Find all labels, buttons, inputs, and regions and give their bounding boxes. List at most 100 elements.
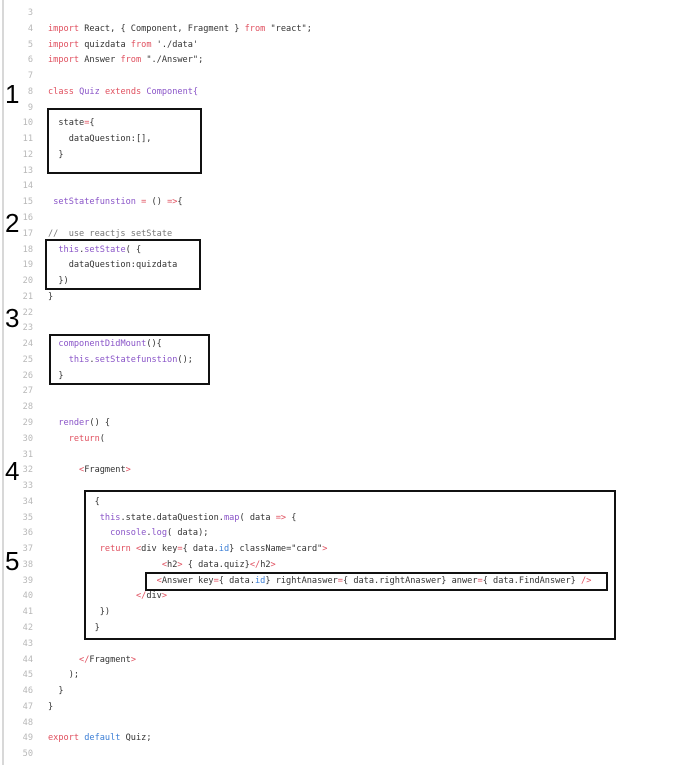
code-text: this.setStatefunstion(); bbox=[48, 352, 193, 368]
code-token: } bbox=[48, 370, 64, 381]
line-number: 40 bbox=[22, 591, 33, 602]
code-token: ( { bbox=[125, 244, 142, 255]
highlight-box-componentdidmount bbox=[49, 334, 210, 385]
line-number: 48 bbox=[22, 717, 33, 728]
code-text: }) bbox=[48, 604, 110, 620]
code-token: log bbox=[151, 528, 168, 539]
code-text: return( bbox=[48, 431, 105, 447]
code-token: setStatefunstion bbox=[53, 197, 136, 208]
code-token: Quiz; bbox=[120, 733, 152, 744]
code-token: < bbox=[161, 559, 168, 570]
code-text: dataQuestion:quizdata bbox=[48, 257, 178, 273]
code-text: } bbox=[48, 147, 64, 163]
code-token: } bbox=[48, 686, 64, 697]
code-token: . bbox=[79, 244, 85, 255]
line-number: 35 bbox=[22, 512, 33, 523]
code-text: dataQuestion:[], bbox=[48, 131, 152, 147]
code-token bbox=[48, 465, 79, 475]
code-token: = bbox=[337, 575, 343, 586]
code-text: } bbox=[48, 620, 100, 636]
code-token: }) bbox=[48, 607, 111, 618]
code-token: map bbox=[223, 512, 240, 523]
code-token: . bbox=[146, 528, 152, 539]
line-number: 47 bbox=[22, 701, 33, 712]
editor-gutter-border bbox=[2, 0, 4, 765]
code-text: } bbox=[48, 289, 53, 305]
code-text: export default Quiz; bbox=[48, 730, 152, 746]
code-text: <Answer key={ data.id} rightAnaswer={ da… bbox=[48, 573, 592, 589]
code-token: </ bbox=[79, 654, 90, 665]
code-text: state={ bbox=[48, 115, 94, 131]
code-token: { data. bbox=[182, 544, 219, 555]
line-number: 17 bbox=[22, 228, 33, 239]
line-number: 22 bbox=[22, 307, 33, 318]
annotation-label-3: 3 bbox=[5, 303, 20, 333]
code-text: console.log( data); bbox=[48, 525, 208, 541]
code-token: from bbox=[244, 23, 266, 34]
highlight-box-map bbox=[84, 490, 616, 640]
code-token: setStatefunstion bbox=[94, 354, 178, 365]
code-token: } bbox=[48, 149, 64, 160]
line-number: 32 bbox=[22, 465, 33, 476]
code-token: { bbox=[48, 496, 100, 507]
line-number: 44 bbox=[22, 654, 33, 665]
code-token: export bbox=[48, 733, 80, 744]
code-token: }) bbox=[48, 276, 69, 287]
code-token: import bbox=[48, 39, 80, 50]
code-token: = bbox=[477, 575, 483, 586]
code-token: /> bbox=[581, 575, 592, 586]
line-number: 10 bbox=[22, 118, 33, 129]
code-token: default bbox=[84, 733, 121, 744]
line-number: 23 bbox=[22, 323, 33, 334]
line-number: 16 bbox=[22, 213, 33, 223]
code-token: "./Answer"; bbox=[141, 55, 204, 66]
code-token: class bbox=[48, 86, 74, 97]
code-text: class Quiz extends Component{ bbox=[48, 84, 198, 100]
code-token: .state.dataQuestion. bbox=[120, 512, 224, 523]
code-text: import Answer from "./Answer"; bbox=[48, 52, 203, 68]
line-number: 33 bbox=[22, 481, 33, 492]
highlight-box-state bbox=[47, 108, 202, 174]
code-token: // use reactjs setState bbox=[48, 228, 173, 239]
code-token: = bbox=[213, 575, 219, 586]
line-number: 7 bbox=[27, 71, 33, 82]
highlight-box-setstate bbox=[45, 239, 201, 290]
code-token: import bbox=[48, 23, 80, 34]
code-text: { bbox=[48, 494, 100, 510]
line-number: 3 bbox=[27, 8, 33, 18]
line-number: 50 bbox=[22, 749, 33, 760]
code-token: Fragment bbox=[84, 465, 126, 476]
line-number: 29 bbox=[22, 418, 33, 429]
code-token: Answer bbox=[79, 55, 121, 66]
code-token: Answer key bbox=[161, 575, 214, 586]
code-token: dataQuestion:quizdata bbox=[48, 260, 178, 271]
code-token: this bbox=[68, 354, 90, 365]
line-number: 6 bbox=[27, 55, 33, 66]
code-token: (); bbox=[177, 354, 193, 365]
code-token: "react"; bbox=[265, 23, 312, 34]
line-number: 34 bbox=[22, 496, 33, 507]
code-token: import bbox=[48, 55, 80, 66]
code-token: Fragment bbox=[89, 654, 131, 665]
code-text: import quizdata from './data' bbox=[48, 37, 198, 53]
code-text: import React, { Component, Fragment } fr… bbox=[48, 21, 312, 37]
line-number: 27 bbox=[22, 386, 33, 397]
code-token: } className="card" bbox=[229, 544, 323, 555]
code-token: id bbox=[255, 575, 266, 586]
line-number: 39 bbox=[22, 575, 33, 586]
code-token: { bbox=[286, 512, 297, 523]
line-number: 18 bbox=[22, 244, 33, 255]
code-text: // use reactjs setState bbox=[48, 226, 172, 242]
line-number: 37 bbox=[22, 544, 33, 555]
code-token: > bbox=[177, 559, 183, 570]
code-token: { bbox=[177, 197, 183, 208]
line-number: 38 bbox=[22, 559, 33, 570]
code-text: <Fragment> bbox=[48, 462, 131, 478]
annotation-label-2: 2 bbox=[5, 208, 20, 238]
code-token: render bbox=[58, 418, 90, 429]
line-number: 2 bbox=[0, 0, 33, 5]
code-text: ); bbox=[48, 667, 79, 683]
code-token: } bbox=[48, 623, 100, 634]
code-token: > bbox=[130, 654, 136, 665]
code-token: this bbox=[99, 512, 121, 523]
